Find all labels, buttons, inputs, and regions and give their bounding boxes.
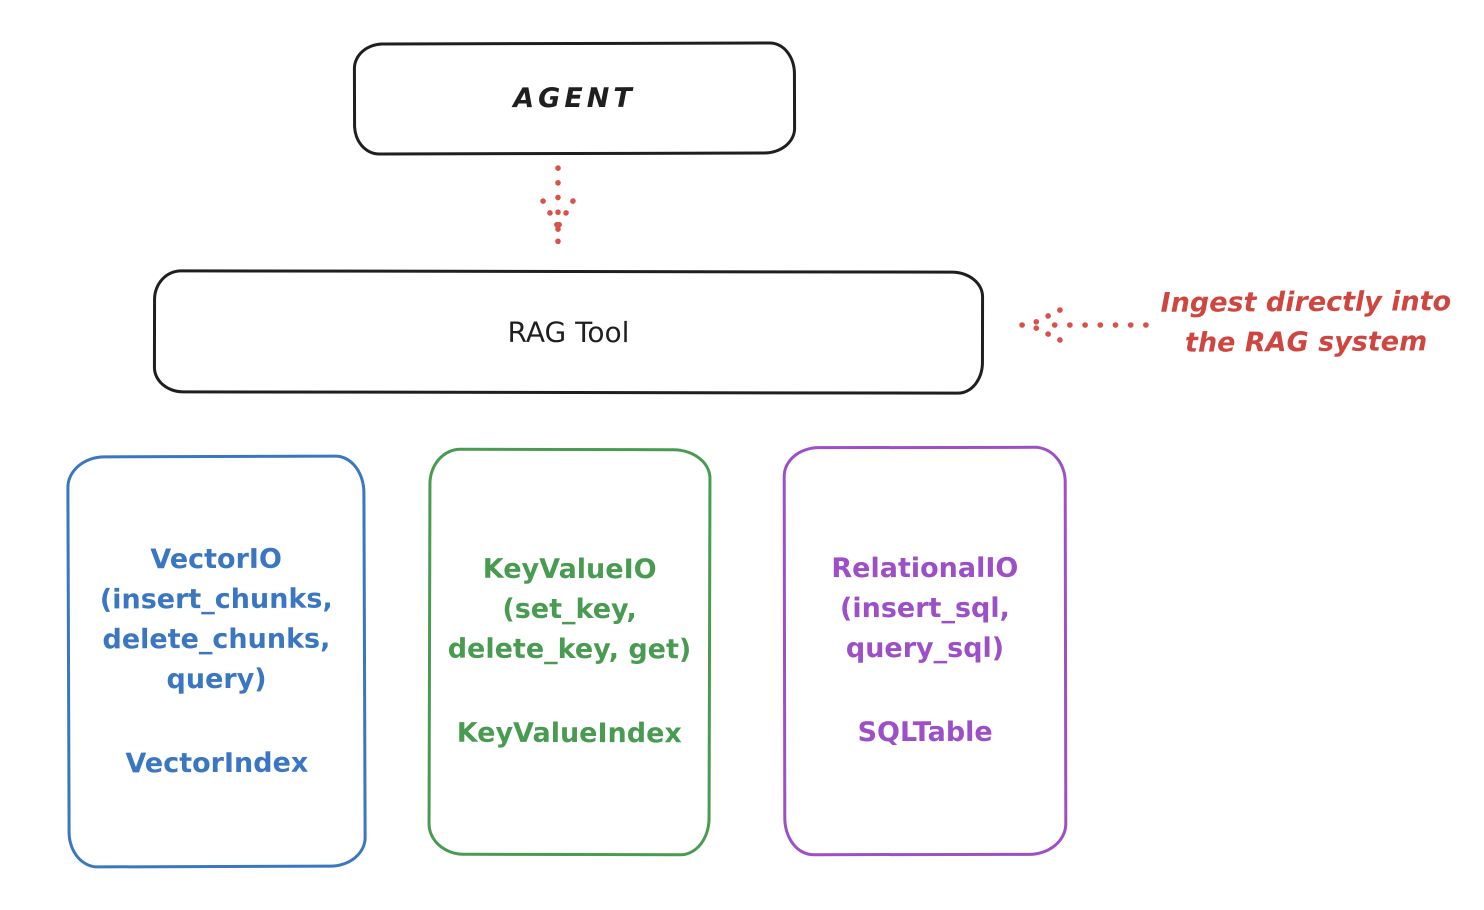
relational-io-box: RelationalIO (insert_sql, query_sql) SQL… bbox=[782, 445, 1068, 857]
dotted-left-arrow-icon bbox=[1019, 307, 1149, 343]
vector-io-method-line: delete_chunks, bbox=[102, 623, 331, 655]
rag-tool-label: RAG Tool bbox=[507, 315, 630, 349]
keyvalue-index-label: KeyValueIndex bbox=[456, 717, 682, 750]
relational-io-title: RelationalIO bbox=[831, 552, 1019, 585]
vector-io-box: VectorIO (insert_chunks, delete_chunks, … bbox=[66, 454, 367, 869]
ingest-annotation-line2: the RAG system bbox=[1184, 326, 1428, 359]
vector-io-method-line: query) bbox=[166, 663, 267, 695]
keyvalue-io-method-line: delete_key, get) bbox=[447, 633, 692, 666]
ingest-annotation-line1: Ingest directly into bbox=[1160, 286, 1452, 319]
relational-io-method-line: (insert_sql, bbox=[839, 592, 1010, 625]
sql-table-label: SQLTable bbox=[857, 716, 993, 749]
agent-box: AGENT bbox=[352, 41, 797, 156]
dotted-down-arrow-icon bbox=[540, 165, 576, 256]
vector-io-title: VectorIO bbox=[150, 543, 282, 575]
vector-index-label: VectorIndex bbox=[125, 747, 309, 779]
ingest-annotation: Ingest directly into the RAG system bbox=[1138, 282, 1474, 364]
vector-io-method-line: (insert_chunks, bbox=[99, 583, 333, 615]
keyvalue-io-title: KeyValueIO bbox=[482, 553, 657, 586]
agent-label: AGENT bbox=[513, 82, 636, 115]
rag-tool-box: RAG Tool bbox=[152, 269, 985, 395]
keyvalue-io-box: KeyValueIO (set_key, delete_key, get) Ke… bbox=[427, 447, 712, 857]
keyvalue-io-method-line: (set_key, bbox=[502, 593, 637, 626]
relational-io-method-line: query_sql) bbox=[845, 632, 1005, 665]
